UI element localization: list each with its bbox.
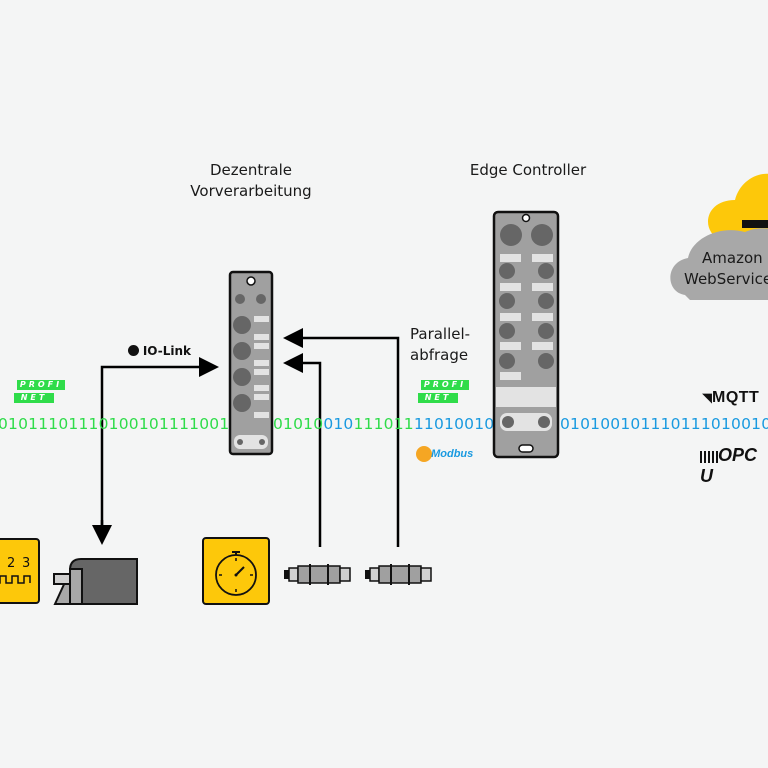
edge-controller-title: Edge Controller [469,161,587,179]
binary-right: 0101001011101110100100 [560,415,768,433]
mqtt-signal-icon: ◥ [702,391,712,406]
profinet-top: PROFI [17,380,65,390]
decentral-title-line2: Vorverarbeitung [190,182,312,200]
binary-middle: 010100101110111101001011 [273,415,515,433]
cloud-label-line1: Amazon [702,249,763,267]
profinet-logo-right: PROFI NET [418,380,472,406]
iolink-label: IO-Link [128,344,191,358]
binary-seg: 111011 [353,415,414,433]
pulse-icon [0,575,31,584]
parallel-query-label: Parallel- abfrage [410,324,480,366]
stopwatch-icon [215,551,257,596]
timer-device [202,537,270,605]
binary-seg: 1101001011 [413,415,515,433]
parallel-line1: Parallel- [410,325,471,343]
parallel-connector-1 [283,328,400,547]
counter-digit: 3 [22,556,31,571]
profinet-top: PROFI [421,380,469,390]
modbus-logo: Modbus [416,443,473,462]
opcua-text: OPC U [700,445,758,486]
opcua-logo: OPC U [700,445,768,487]
binary-seg: 01010 [273,415,324,433]
decentral-title: Dezentrale Vorverarbeitung [180,160,322,202]
decentral-title-line1: Dezentrale [209,161,293,179]
modbus-icon [416,445,432,462]
iolink-text: IO-Link [142,344,191,358]
brand-bar [742,220,768,228]
opcua-pattern-icon [700,450,718,463]
gray-cloud [670,228,768,300]
parallel-connector-2 [283,353,322,547]
binary-left: 01011101110100101111001 [0,415,230,433]
sensor-2 [365,564,432,585]
counter-digit: 2 [7,556,16,571]
profinet-bottom: NET [14,393,54,403]
binary-seg: 010 [323,415,354,433]
parallel-line2: abfrage [410,346,469,364]
counter-device: 2 3 [0,538,40,604]
iolink-icon [128,345,139,356]
cloud-label-line2: WebServices [684,270,768,288]
profinet-logo-left: PROFI NET [14,380,68,406]
mqtt-logo: ◥MQTT [702,387,759,407]
modbus-text: Modbus [431,447,474,460]
iolink-connector [100,357,219,538]
cloud-service-label: Amazon WebServices [676,248,768,290]
profinet-bottom: NET [418,393,458,403]
mqtt-text: MQTT [712,389,760,406]
sensor-1 [284,564,351,585]
